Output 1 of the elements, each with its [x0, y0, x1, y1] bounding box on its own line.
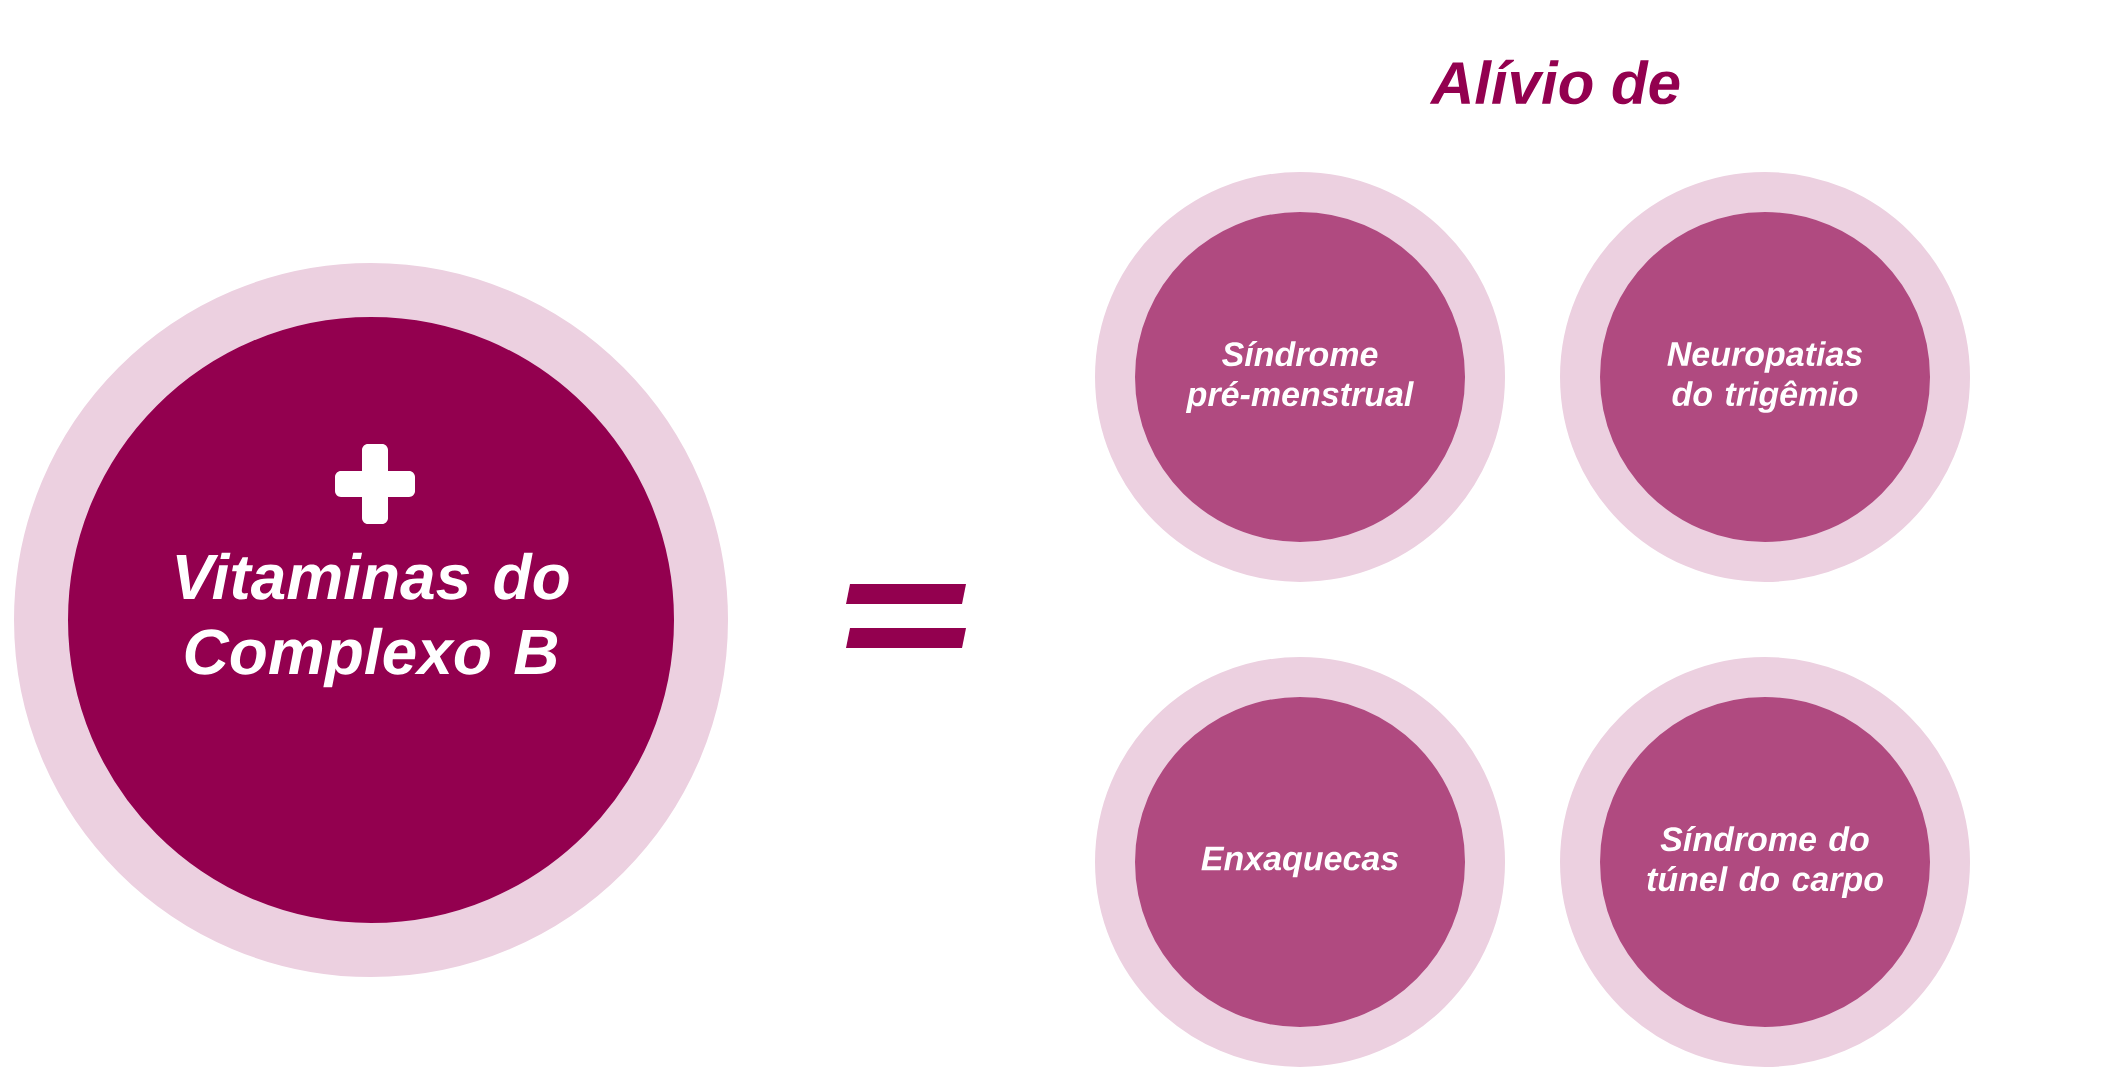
- title: Alívio de: [1429, 59, 1680, 105]
